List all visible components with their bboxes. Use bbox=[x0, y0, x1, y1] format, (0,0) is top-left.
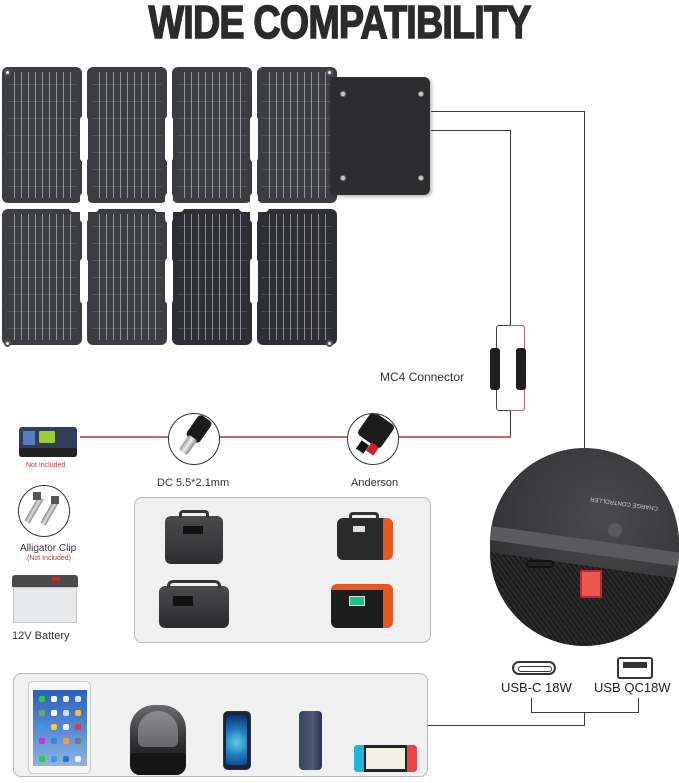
usb-a-label: USB QC18W bbox=[594, 680, 671, 695]
controller-buttons bbox=[23, 431, 35, 445]
speaker-base bbox=[130, 753, 186, 775]
anderson-label: Anderson bbox=[351, 477, 399, 489]
wire-usb-out bbox=[431, 111, 585, 112]
power-station-icon bbox=[165, 510, 223, 564]
solar-cell bbox=[172, 67, 252, 203]
power-button-icon bbox=[608, 523, 622, 537]
wire-dc-red bbox=[80, 436, 511, 438]
wire-dc-out bbox=[431, 130, 510, 131]
panel-slot bbox=[80, 116, 88, 162]
panel-slot bbox=[165, 258, 173, 304]
left-controller bbox=[354, 745, 364, 772]
grommet-icon bbox=[4, 340, 11, 347]
console-screen bbox=[366, 748, 405, 769]
usb-c-label: USB-C 18W bbox=[501, 680, 572, 695]
solar-cell bbox=[2, 209, 82, 345]
wire-usb-bracket bbox=[427, 725, 585, 726]
speaker-icon bbox=[130, 705, 186, 775]
panel-slot bbox=[250, 258, 258, 304]
bolt-icon bbox=[340, 91, 346, 97]
battery-icon bbox=[12, 575, 78, 623]
usb-port-closeup: CHARGE CONTROLLER bbox=[490, 448, 679, 646]
power-station-icon bbox=[331, 584, 393, 628]
bolt-icon bbox=[340, 175, 346, 181]
smartphone-screen bbox=[226, 715, 247, 765]
grommet-icon bbox=[326, 340, 333, 347]
panel-slot bbox=[250, 116, 258, 162]
usb-a-icon bbox=[617, 657, 653, 679]
solar-cell bbox=[2, 67, 82, 203]
charge-controller-icon bbox=[19, 427, 77, 457]
battery-terminal bbox=[52, 577, 60, 581]
panel-cross-cutout bbox=[154, 193, 184, 223]
smartphone-icon bbox=[223, 711, 251, 770]
anderson-connector-icon bbox=[347, 413, 399, 465]
controller-not-included: Not Included bbox=[26, 462, 66, 469]
usb-c-icon bbox=[512, 661, 556, 675]
power-stations-group bbox=[134, 497, 431, 643]
solar-cell bbox=[257, 67, 337, 203]
solar-cell bbox=[257, 209, 337, 345]
right-controller bbox=[407, 745, 417, 772]
solar-panel bbox=[0, 64, 435, 354]
wire-usb-bracket bbox=[531, 712, 639, 713]
wire-dc-out bbox=[510, 411, 511, 437]
grommet-icon bbox=[4, 69, 11, 76]
grommet-icon bbox=[326, 69, 333, 76]
power-bank-icon bbox=[299, 711, 322, 770]
bolt-icon bbox=[418, 91, 424, 97]
panel-slot bbox=[165, 116, 173, 162]
speaker-dome bbox=[138, 711, 178, 747]
panel-cross-cutout bbox=[69, 193, 99, 223]
bolt-icon bbox=[418, 175, 424, 181]
solar-cell bbox=[172, 209, 252, 345]
solar-cell bbox=[87, 67, 167, 203]
power-station-icon bbox=[159, 580, 229, 628]
fabric-texture bbox=[490, 551, 679, 646]
panel-slot bbox=[80, 258, 88, 304]
power-station-icon bbox=[337, 512, 393, 560]
battery-label: 12V Battery bbox=[12, 630, 70, 642]
mc4-plug-icon bbox=[490, 348, 500, 390]
usb-c-port-icon bbox=[526, 560, 554, 568]
wire-usb-bracket bbox=[584, 712, 585, 725]
alligator-clip-icon bbox=[18, 485, 70, 537]
alligator-clip-not-included: (Not Included) bbox=[27, 555, 71, 562]
panel-cross-cutout bbox=[239, 193, 269, 223]
controller-text: CHARGE CONTROLLER bbox=[589, 495, 659, 511]
junction-box bbox=[330, 77, 430, 195]
mc4-label: MC4 Connector bbox=[380, 370, 465, 384]
controller-terminals bbox=[19, 448, 77, 457]
page-title: WIDE COMPATIBILITY bbox=[148, 0, 532, 48]
wire-dc-out bbox=[510, 130, 511, 325]
dc-label: DC 5.5*2.1mm bbox=[157, 477, 230, 489]
battery-body bbox=[13, 587, 77, 623]
wire-usb-bracket bbox=[531, 698, 532, 712]
tablet-icon bbox=[28, 681, 91, 774]
controller-screen bbox=[39, 431, 55, 443]
solar-cell bbox=[87, 209, 167, 345]
wire-usb-out bbox=[584, 111, 585, 451]
alligator-clip-label: Alligator Clip bbox=[20, 543, 77, 554]
mc4-plug-icon bbox=[516, 348, 526, 390]
game-console-icon bbox=[354, 745, 417, 772]
dc-connector-icon bbox=[168, 413, 220, 465]
usb-a-port-icon bbox=[580, 570, 602, 598]
tablet-screen bbox=[33, 690, 87, 766]
battery-top bbox=[12, 575, 78, 587]
wire-usb-bracket bbox=[638, 698, 639, 712]
